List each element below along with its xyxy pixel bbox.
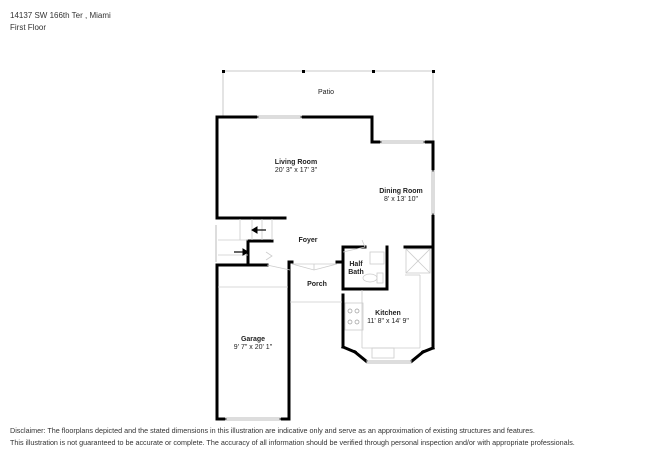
room-label-kitchen: Kitchen — [375, 310, 401, 317]
room-dim-living-room: 20' 3" x 17' 3" — [275, 167, 318, 174]
disclaimer-line-2: This illustration is not guaranteed to b… — [10, 438, 575, 447]
walls — [215, 115, 435, 421]
disclaimer-line-1: Disclaimer: The floorplans depicted and … — [10, 426, 535, 435]
room-label-porch: Porch — [307, 281, 327, 288]
stair-arrow-icon — [234, 226, 266, 256]
windows — [215, 115, 435, 421]
patio-posts — [222, 70, 435, 73]
room-label-half-bath-2: Bath — [348, 269, 364, 276]
stove-burners — [347, 308, 360, 325]
room-label-foyer: Foyer — [298, 237, 317, 244]
room-label-living-room: Living Room — [275, 159, 317, 166]
room-label-garage: Garage — [241, 336, 265, 343]
room-dim-dining-room: 8' x 13' 10" — [384, 196, 418, 203]
disclaimer: Disclaimer: The floorplans depicted and … — [10, 425, 575, 449]
interior-lines — [218, 219, 431, 359]
room-dim-garage: 9' 7" x 20' 1" — [234, 344, 273, 351]
address: 14137 SW 166th Ter , Miami — [10, 11, 111, 20]
room-label-patio: Patio — [318, 89, 334, 96]
room-label-dining-room: Dining Room — [379, 188, 423, 195]
floor-name: First Floor — [10, 23, 46, 32]
room-dim-kitchen: 11' 8" x 14' 9" — [367, 318, 409, 325]
plan-header: 14137 SW 166th Ter , Miami First Floor — [10, 10, 111, 34]
patio-outline — [222, 70, 434, 142]
room-label-half-bath-1: Half — [349, 261, 363, 268]
